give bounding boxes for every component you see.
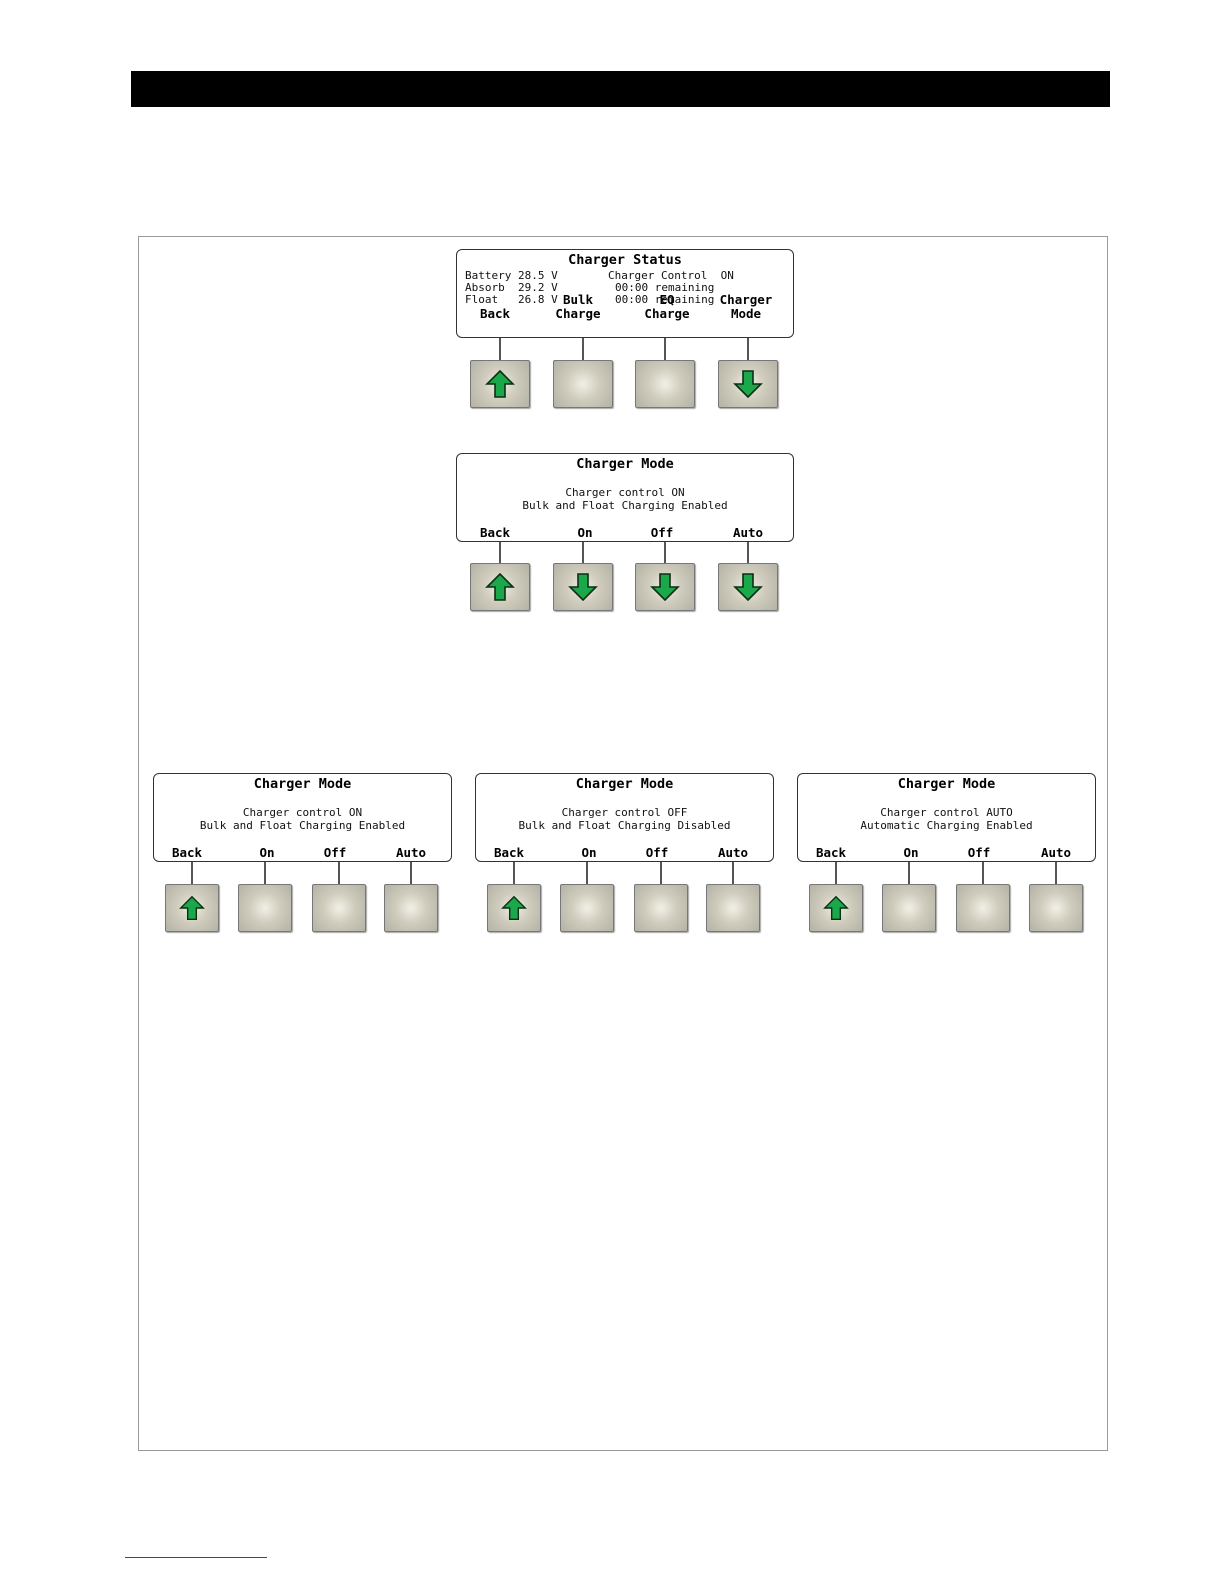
softkey-label-on: On [581, 845, 597, 860]
softkey-label-on: On [259, 845, 275, 860]
button-connector [747, 338, 749, 360]
softkey-button-on[interactable] [238, 884, 292, 932]
mode-screen-off: Charger Mode Charger control OFF Bulk an… [475, 773, 774, 862]
softkey-label-back: Back [171, 845, 203, 860]
button-connector [513, 862, 515, 884]
softkey-button-charger-mode[interactable] [718, 360, 778, 408]
softkey-label-bulk-charge: Bulk Charge [555, 292, 601, 321]
softkey-label-back: Back [479, 525, 511, 540]
status-screen: Charger Status Battery 28.5 V Charger Co… [456, 249, 794, 338]
button-connector [582, 542, 584, 563]
charger-control-state: Charger Control ON [608, 269, 734, 282]
button-connector [410, 862, 412, 884]
up-arrow-icon [179, 895, 205, 921]
softkey-button-on[interactable] [560, 884, 614, 932]
softkey-button-eq-charge[interactable] [635, 360, 695, 408]
softkey-label-auto: Auto [732, 525, 764, 540]
mode-screen-off-title: Charger Mode [575, 776, 674, 792]
softkey-button-on[interactable] [553, 563, 613, 611]
softkey-label-auto: Auto [717, 845, 749, 860]
figure-frame [138, 236, 1108, 1451]
battery-voltage: Battery 28.5 V [465, 269, 558, 282]
button-connector [338, 862, 340, 884]
button-connector [747, 542, 749, 563]
mode-screen-auto-title: Charger Mode [897, 776, 996, 792]
float-voltage: Float 26.8 V [465, 293, 558, 306]
softkey-label-off: Off [323, 845, 347, 860]
absorb-remaining: 00:00 remaining [615, 281, 715, 294]
softkey-label-auto: Auto [395, 845, 427, 860]
softkey-label-eq-charge: EQ Charge [644, 292, 690, 321]
float-remaining: 00:00 remaining [615, 293, 715, 306]
mode-screen-on-line2: Bulk and Float Charging Enabled [199, 819, 406, 832]
softkey-label-back: Back [815, 845, 847, 860]
softkey-label-back: Back [479, 306, 511, 321]
mode-screen-on-title: Charger Mode [253, 776, 352, 792]
up-arrow-icon [501, 895, 527, 921]
mode-screen-main-line2: Bulk and Float Charging Enabled [522, 499, 728, 512]
softkey-label-off: Off [650, 525, 674, 540]
softkey-button-off[interactable] [634, 884, 688, 932]
mode-screen-on-line1: Charger control ON [242, 806, 363, 819]
button-connector [499, 542, 501, 563]
button-connector [664, 338, 666, 360]
up-arrow-icon [485, 369, 515, 399]
up-arrow-icon [823, 895, 849, 921]
softkey-button-off[interactable] [956, 884, 1010, 932]
header-bar [131, 71, 1110, 107]
button-connector [582, 338, 584, 360]
mode-screen-main: Charger Mode Charger control ON Bulk and… [456, 453, 794, 542]
status-screen-title: Charger Status [568, 252, 682, 268]
button-connector [586, 862, 588, 884]
softkey-button-bulk-charge[interactable] [553, 360, 613, 408]
button-connector [1055, 862, 1057, 884]
softkey-button-on[interactable] [882, 884, 936, 932]
down-arrow-icon [650, 572, 680, 602]
button-connector [660, 862, 662, 884]
mode-screen-auto-line2: Automatic Charging Enabled [860, 819, 1033, 832]
mode-screen-off-line1: Charger control OFF [561, 806, 688, 819]
softkey-label-charger-mode: Charger Mode [719, 292, 773, 321]
footer-link-underline [125, 1557, 267, 1558]
down-arrow-icon [733, 369, 763, 399]
mode-screen-auto: Charger Mode Charger control AUTO Automa… [797, 773, 1096, 862]
mode-screen-main-title: Charger Mode [576, 456, 674, 472]
mode-screen-auto-line1: Charger control AUTO [880, 806, 1013, 819]
absorb-voltage: Absorb 29.2 V [465, 281, 558, 294]
softkey-button-off[interactable] [312, 884, 366, 932]
softkey-button-off[interactable] [635, 563, 695, 611]
softkey-button-auto[interactable] [384, 884, 438, 932]
softkey-button-back[interactable] [487, 884, 541, 932]
button-connector [664, 542, 666, 563]
button-connector [982, 862, 984, 884]
softkey-button-auto[interactable] [1029, 884, 1083, 932]
mode-screen-main-line1: Charger control ON [565, 486, 685, 499]
softkey-button-back[interactable] [165, 884, 219, 932]
softkey-label-off: Off [645, 845, 669, 860]
button-connector [499, 338, 501, 360]
softkey-label-on: On [903, 845, 919, 860]
button-connector [191, 862, 193, 884]
softkey-button-back[interactable] [470, 360, 530, 408]
softkey-button-back[interactable] [809, 884, 863, 932]
softkey-label-off: Off [967, 845, 991, 860]
button-connector [264, 862, 266, 884]
down-arrow-icon [733, 572, 763, 602]
button-connector [835, 862, 837, 884]
softkey-label-auto: Auto [1040, 845, 1072, 860]
up-arrow-icon [485, 572, 515, 602]
mode-screen-off-line2: Bulk and Float Charging Disabled [518, 819, 731, 832]
softkey-button-auto[interactable] [718, 563, 778, 611]
softkey-label-back: Back [493, 845, 525, 860]
softkey-button-back[interactable] [470, 563, 530, 611]
button-connector [732, 862, 734, 884]
button-connector [908, 862, 910, 884]
mode-screen-on: Charger Mode Charger control ON Bulk and… [153, 773, 452, 862]
softkey-button-auto[interactable] [706, 884, 760, 932]
down-arrow-icon [568, 572, 598, 602]
softkey-label-on: On [577, 525, 593, 540]
